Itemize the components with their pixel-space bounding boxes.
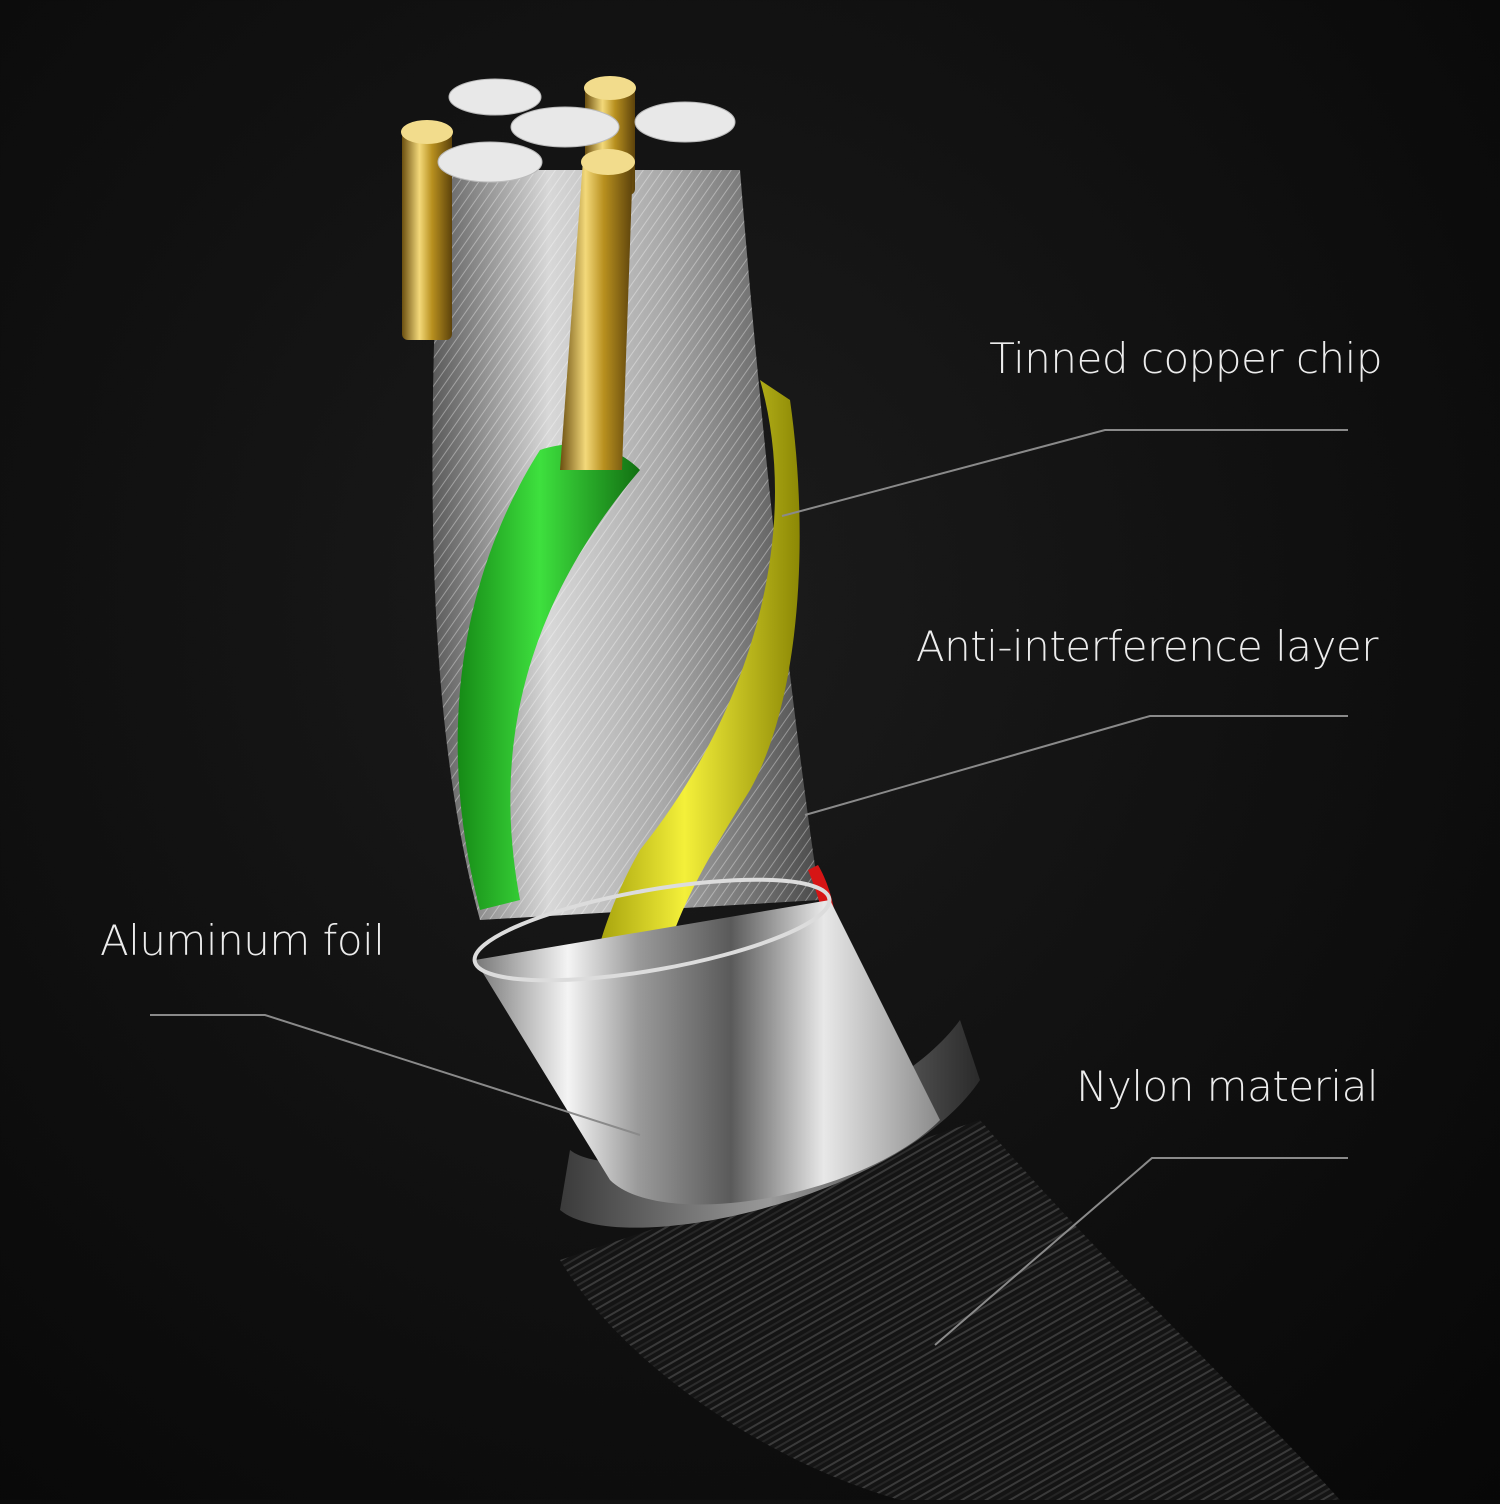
tinned-strand-tips bbox=[437, 78, 736, 183]
leader-anti bbox=[804, 715, 1348, 816]
nylon-braid bbox=[560, 1120, 1340, 1500]
green-wire bbox=[457, 444, 640, 910]
leader-tinned bbox=[781, 429, 1348, 517]
label-aluminum-foil: Aluminum foil bbox=[100, 916, 385, 965]
label-tinned-copper-chip: Tinned copper chip bbox=[989, 334, 1382, 383]
leader-lines bbox=[150, 429, 1348, 1346]
leader-nylon bbox=[934, 1157, 1348, 1346]
leader-aluminum bbox=[150, 1014, 641, 1136]
aluminum-ferrule bbox=[472, 877, 980, 1228]
label-nylon-material: Nylon material bbox=[1076, 1062, 1378, 1111]
label-anti-interference-layer: Anti-interference layer bbox=[915, 622, 1379, 671]
gold-conductors bbox=[401, 76, 636, 470]
